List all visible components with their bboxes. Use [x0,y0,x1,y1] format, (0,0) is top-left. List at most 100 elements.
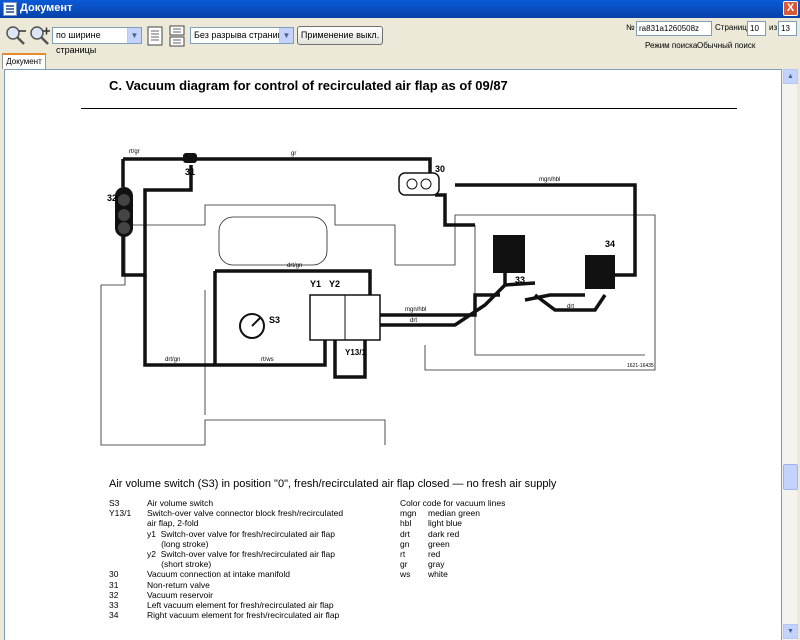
label-mgn-hbl-2: mgn/hbl [405,307,426,313]
legend-row: 31 Non-return valve [109,580,343,590]
legend-row: 30 Vacuum connection at intake manifold [109,569,343,579]
color-code-row: mgn median green [400,508,505,518]
legend-text: air flap, 2-fold [147,518,199,529]
page-break-select[interactable]: Без разрыва страниц ▼ [190,27,294,44]
label-drt-2: drt [567,304,574,310]
tab-bar: Документ [0,53,800,69]
legend-text: Air volume switch [147,498,214,508]
label-32: 32 [107,193,117,203]
legend-row: (long stroke) [109,539,343,549]
vacuum-lines [121,157,637,379]
legend-row: y2 Switch-over valve for fresh/recircula… [109,549,343,559]
search-mode-label: Режим поиска [645,41,698,50]
legend-code: 34 [109,610,119,621]
chevron-down-icon: ▼ [127,28,141,43]
intake-manifold-icon [398,172,440,196]
document-viewer[interactable]: C. Vacuum diagram for control of recircu… [4,69,782,640]
zoom-out-icon[interactable] [5,25,27,47]
scroll-up-icon[interactable]: ▲ [783,69,798,84]
doc-number-field[interactable]: ra831a1260508z [636,21,712,36]
color-name: white [428,569,448,580]
window-title: Документ [20,2,73,14]
color-name: dark red [428,528,460,539]
legend-text: Non-return valve [147,579,210,590]
color-name: median green [428,508,480,519]
label-y1: Y1 [310,279,321,289]
color-code: hbl [400,518,412,529]
close-button[interactable]: X [783,1,798,16]
color-name: red [428,549,441,560]
chevron-down-icon: ▼ [279,28,293,43]
legend-text: y1 Switch-over valve for fresh/recircula… [147,528,336,539]
legend-text: (short stroke) [147,559,212,570]
color-code: gn [400,538,410,549]
fit-mode-value: по ширине страницы [56,30,101,55]
figure-caption: Air volume switch (S3) in position "0", … [109,478,557,490]
label-gr: gr [291,151,296,157]
tab-document[interactable]: Документ [2,53,46,69]
left-vacuum-element-icon [493,235,525,273]
scroll-down-icon[interactable]: ▼ [783,624,798,639]
legend-code: 33 [109,600,119,611]
label-drt-gn: drt/gn [287,263,302,269]
color-code-row: ws white [400,569,505,579]
of-label: из [769,23,778,32]
vertical-scrollbar[interactable]: ▲ ▼ [782,69,798,640]
label-31: 31 [185,167,195,177]
engine-outline [100,204,656,446]
color-name: gray [428,559,445,570]
legend-code: Y13/1 [109,508,132,519]
label-rt-gr: rt/gr [129,149,140,155]
label-s3: S3 [269,315,280,325]
continuous-page-icon[interactable] [167,25,189,47]
legend-text: Right vacuum element for fresh/recircula… [147,610,340,621]
legend-text: y2 Switch-over valve for fresh/recircula… [147,549,336,560]
legend-row: y1 Switch-over valve for fresh/recircula… [109,529,343,539]
legend-text: (long stroke) [147,538,209,549]
search-mode-value[interactable]: Обычный поиск [697,41,756,50]
legend-text: Switch-over valve connector block fresh/… [147,508,344,519]
legend-code: 32 [109,589,119,600]
legend-row: (short stroke) [109,559,343,569]
toolbar: по ширине страницы ▼ Без разрыва страниц… [0,18,800,68]
color-code: rt [400,549,406,560]
label-rt-ws: rt/ws [261,357,274,363]
page-label: Страница [715,23,752,32]
legend-code: 30 [109,569,119,580]
zoom-in-icon[interactable] [29,25,51,47]
color-code-row: hbl light blue [400,518,505,528]
diagram-labels: 30 31 32 33 34 Y1 Y2 S3 Y13/1 rt/gr gr m… [107,149,654,369]
document-icon [3,2,17,16]
color-code-row: rt red [400,549,505,559]
legend-row: Y13/1 Switch-over valve connector block f… [109,508,343,518]
legend-row: 34 Right vacuum element for fresh/recircu… [109,610,343,620]
fit-mode-select[interactable]: по ширине страницы ▼ [52,27,142,55]
single-page-icon[interactable] [145,25,167,47]
legend-row: air flap, 2-fold [109,518,343,528]
color-name: light blue [428,518,463,529]
figure-code: 1621-16435 [627,363,654,369]
color-code: mgn [400,508,417,519]
divider [81,108,737,109]
page-break-value: Без разрыва страниц [194,30,283,40]
page-number-field[interactable]: 10 [747,21,766,36]
total-pages-field: 13 [778,21,797,36]
label-33: 33 [515,275,525,285]
non-return-valve-icon [183,153,197,163]
legend-code: 31 [109,579,119,590]
color-code: ws [400,569,411,580]
apply-toggle-button[interactable]: Применение выкл. [297,26,383,45]
legend-text: Vacuum connection at intake manifold [147,569,291,580]
scroll-thumb[interactable] [783,464,798,490]
vacuum-diagram: 30 31 32 33 34 Y1 Y2 S3 Y13/1 rt/gr gr m… [100,149,656,446]
page-title: C. Vacuum diagram for control of recircu… [109,78,508,93]
label-34: 34 [605,239,615,249]
